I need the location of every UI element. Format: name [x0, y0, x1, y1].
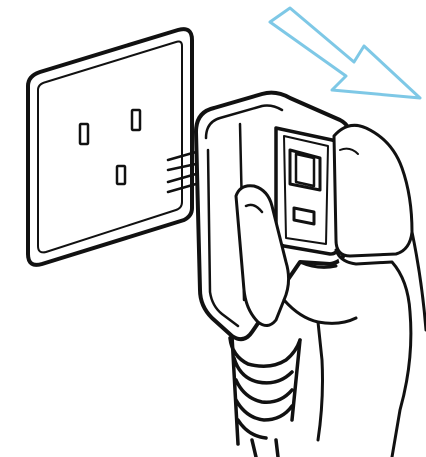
socket-holes — [80, 110, 140, 184]
cord-strain-relief — [230, 336, 300, 457]
pull-direction-arrow-icon — [270, 8, 420, 98]
wall-socket-icon — [28, 29, 196, 265]
